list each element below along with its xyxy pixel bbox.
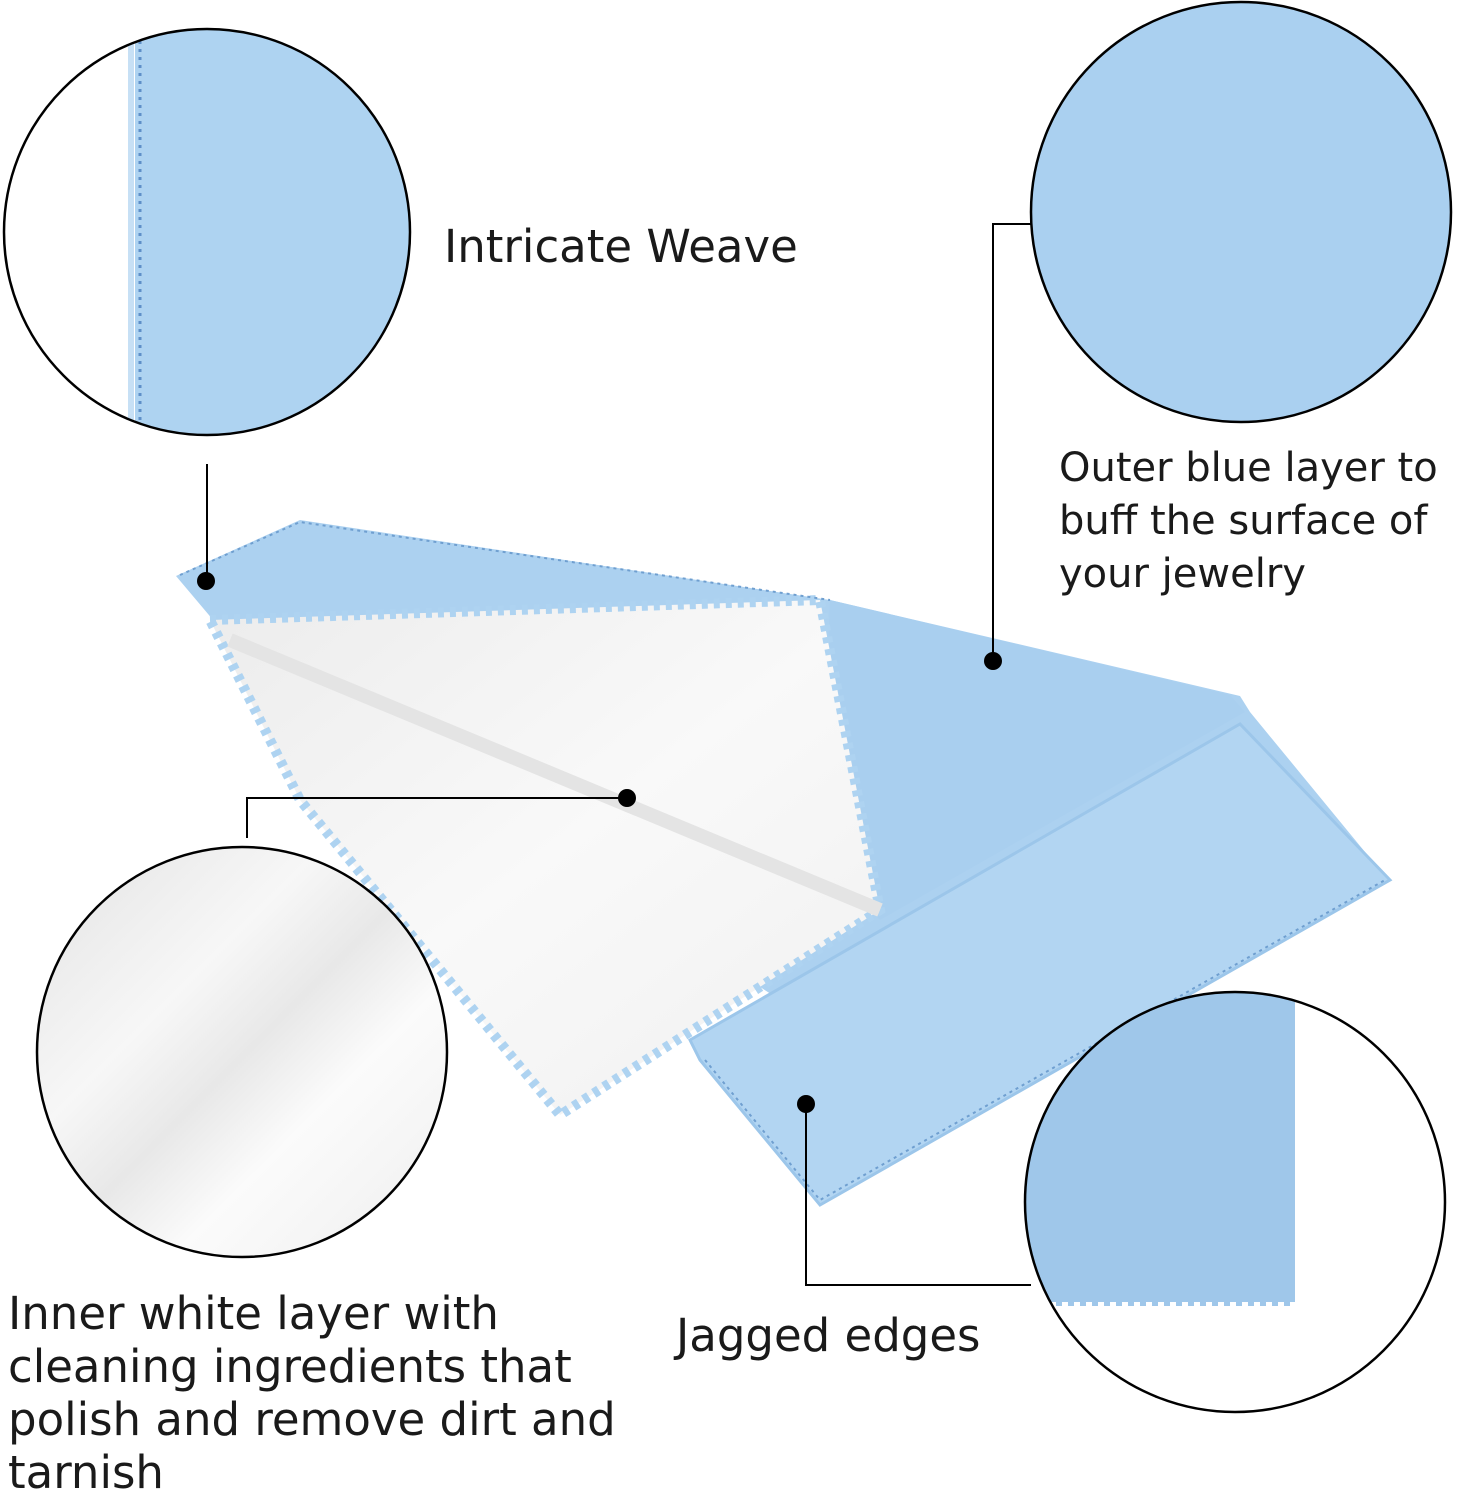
cloth-fold-crease — [227, 633, 883, 917]
cloth-stitch-edge — [179, 520, 831, 601]
caption-outer-blue-layer: Outer blue layer to buff the surface of … — [1059, 445, 1438, 597]
callout-outer-blue — [984, 223, 1031, 670]
callout-jagged — [797, 1095, 1031, 1286]
callout-dot — [618, 789, 636, 807]
cloth-blue-panel-right — [820, 600, 1245, 920]
zoom-circle-weave — [2, 27, 412, 437]
callout-weave — [197, 464, 215, 590]
zoom-circle-jagged — [1023, 990, 1447, 1414]
cloth-main — [176, 520, 1393, 1207]
zoom-circle-outer-blue — [1029, 0, 1453, 424]
callout-dot — [197, 572, 215, 590]
callout-inner-white — [246, 789, 636, 838]
caption-inner-white-layer: Inner white layer with cleaning ingredie… — [8, 1287, 616, 1499]
callout-dot — [797, 1095, 815, 1113]
cloth-white-layer — [202, 594, 886, 1122]
caption-jagged-edges: Jagged edges — [676, 1309, 981, 1362]
callout-dot — [984, 652, 1002, 670]
caption-intricate-weave: Intricate Weave — [444, 220, 798, 273]
zoom-circle-inner-white — [35, 845, 449, 1259]
